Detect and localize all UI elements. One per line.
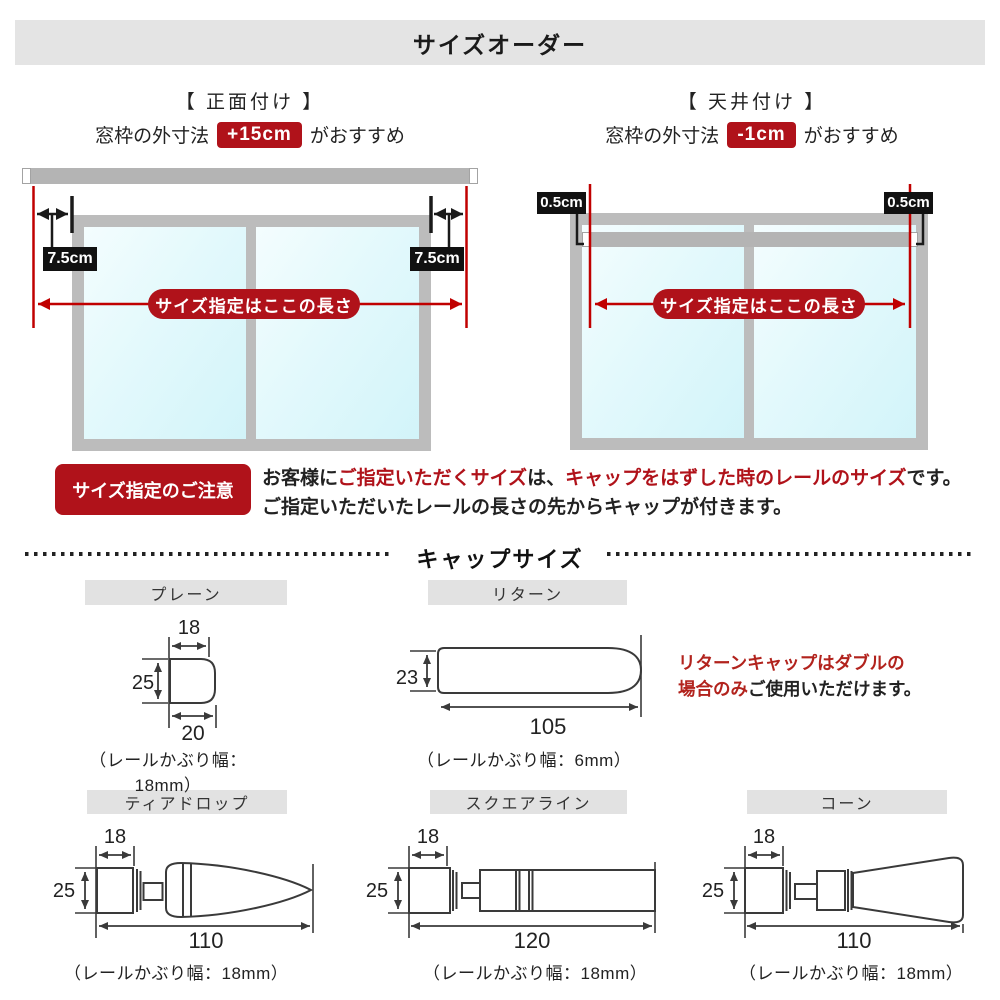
front-window-pane-left xyxy=(84,227,246,439)
notice-line1-part4: キャップをはずした時のレールのサイズ xyxy=(565,468,907,489)
recommend-row-front: 窓枠の外寸法 +15cm がおすすめ xyxy=(0,121,500,148)
front-rail xyxy=(22,168,478,184)
dim-plain-bottom: 20 xyxy=(181,722,204,745)
cap-drawing-cone: 18 25 110 xyxy=(702,826,964,953)
recommend-suffix-ceiling: がおすすめ xyxy=(803,126,899,147)
dim-plain-height: 25 xyxy=(132,672,154,694)
dim-teardrop-width: 110 xyxy=(188,928,223,953)
return-cap-note-line1: リターンキャップはダブルの xyxy=(678,650,988,676)
cap-drawing-squareline: 18 25 120 xyxy=(366,826,656,953)
recommend-prefix-front: 窓枠の外寸法 xyxy=(95,126,210,147)
measure-label-front-right: 7.5cm xyxy=(410,247,464,271)
return-cap-note: リターンキャップはダブルの 場合のみご使用いただけます。 xyxy=(678,650,988,702)
front-rail-cap-left xyxy=(22,168,31,184)
cap-header-cone: コーン xyxy=(747,790,947,814)
size-banner-front: サイズ指定はここの長さ xyxy=(148,289,360,319)
dim-squareline-height: 25 xyxy=(366,880,388,902)
cap-caption-return: （レールかぶり幅：6mm） xyxy=(417,751,632,770)
measure-label-front-left: 7.5cm xyxy=(43,247,97,271)
size-banner-ceiling: サイズ指定はここの長さ xyxy=(653,289,865,319)
notice-line1-part5: です。 xyxy=(906,468,962,489)
cap-header-return: リターン xyxy=(428,580,627,605)
dim-teardrop-height: 25 xyxy=(53,880,75,902)
page-title: サイズオーダー xyxy=(15,20,985,65)
cap-caption-squareline: （レールかぶり幅：18mm） xyxy=(423,964,648,983)
ceiling-window-pane-left xyxy=(582,225,744,438)
divider-dots-left xyxy=(25,552,393,556)
notice-text: お客様にご指定いただくサイズは、キャップをはずした時のレールのサイズです。 ご指… xyxy=(262,464,992,522)
front-window-pane-right xyxy=(256,227,419,439)
dim-plain-top: 18 xyxy=(178,617,200,639)
return-cap-note-line2: 場合のみご使用いただけます。 xyxy=(678,676,988,702)
cap-size-title: キャップサイズ xyxy=(416,547,584,572)
cap-header-squareline: スクエアライン xyxy=(430,790,627,814)
cap-header-plain: プレーン xyxy=(85,580,287,605)
recommend-row-ceiling: 窓枠の外寸法 -1cm がおすすめ xyxy=(502,121,1000,148)
recommend-badge-front: +15cm xyxy=(217,121,302,148)
notice-line1: お客様にご指定いただくサイズは、キャップをはずした時のレールのサイズです。 xyxy=(262,464,992,493)
cap-drawing-teardrop: 18 25 110 xyxy=(53,826,314,953)
return-note-black: ご使用いただけます。 xyxy=(748,679,922,699)
ceiling-rail-cap-left xyxy=(582,232,590,247)
return-note-red2: 場合のみ xyxy=(678,679,748,699)
measure-label-ceiling-right: 0.5cm xyxy=(884,192,933,214)
dim-cone-height: 25 xyxy=(702,880,724,902)
dim-teardrop-top: 18 xyxy=(104,826,126,848)
cap-drawing-plain: 18 25 20 xyxy=(132,617,217,745)
dim-return-height: 23 xyxy=(396,667,418,689)
dim-squareline-width: 120 xyxy=(514,928,551,953)
notice-line1-part3: は、 xyxy=(527,468,566,489)
dim-squareline-top: 18 xyxy=(417,826,439,848)
measure-label-ceiling-left: 0.5cm xyxy=(537,192,586,214)
cap-caption-cone: （レールかぶり幅：18mm） xyxy=(739,964,964,983)
section-title-front-mount: 【 正面付け 】 xyxy=(175,92,325,113)
cap-header-teardrop: ティアドロップ xyxy=(87,790,287,814)
notice-line2: ご指定いただいたレールの長さの先からキャップが付きます。 xyxy=(262,497,793,518)
notice-line1-part2: ご指定いただくサイズ xyxy=(337,468,528,489)
notice-badge: サイズ指定のご注意 xyxy=(55,464,251,515)
ceiling-rail xyxy=(582,232,918,247)
recommend-suffix-front: がおすすめ xyxy=(309,126,405,147)
dim-cone-top: 18 xyxy=(753,826,775,848)
divider-dots-right xyxy=(607,552,975,556)
dim-return-width: 105 xyxy=(530,714,567,739)
ceiling-rail-cap-right xyxy=(910,232,918,247)
cap-drawing-return: 23 105 xyxy=(396,635,643,739)
notice-line1-part1: お客様に xyxy=(262,468,338,489)
front-rail-cap-right xyxy=(469,168,478,184)
recommend-badge-ceiling: -1cm xyxy=(727,121,796,148)
dim-cone-width: 110 xyxy=(836,928,871,953)
recommend-prefix-ceiling: 窓枠の外寸法 xyxy=(605,126,720,147)
section-title-ceiling-mount: 【 天井付け 】 xyxy=(677,92,827,113)
cap-caption-teardrop: （レールかぶり幅：18mm） xyxy=(64,964,289,983)
ceiling-window-pane-right xyxy=(754,225,916,438)
cap-caption-plain: （レールかぶり幅：18mm） xyxy=(89,751,247,795)
return-note-red1: リターンキャップはダブルの xyxy=(678,653,905,673)
